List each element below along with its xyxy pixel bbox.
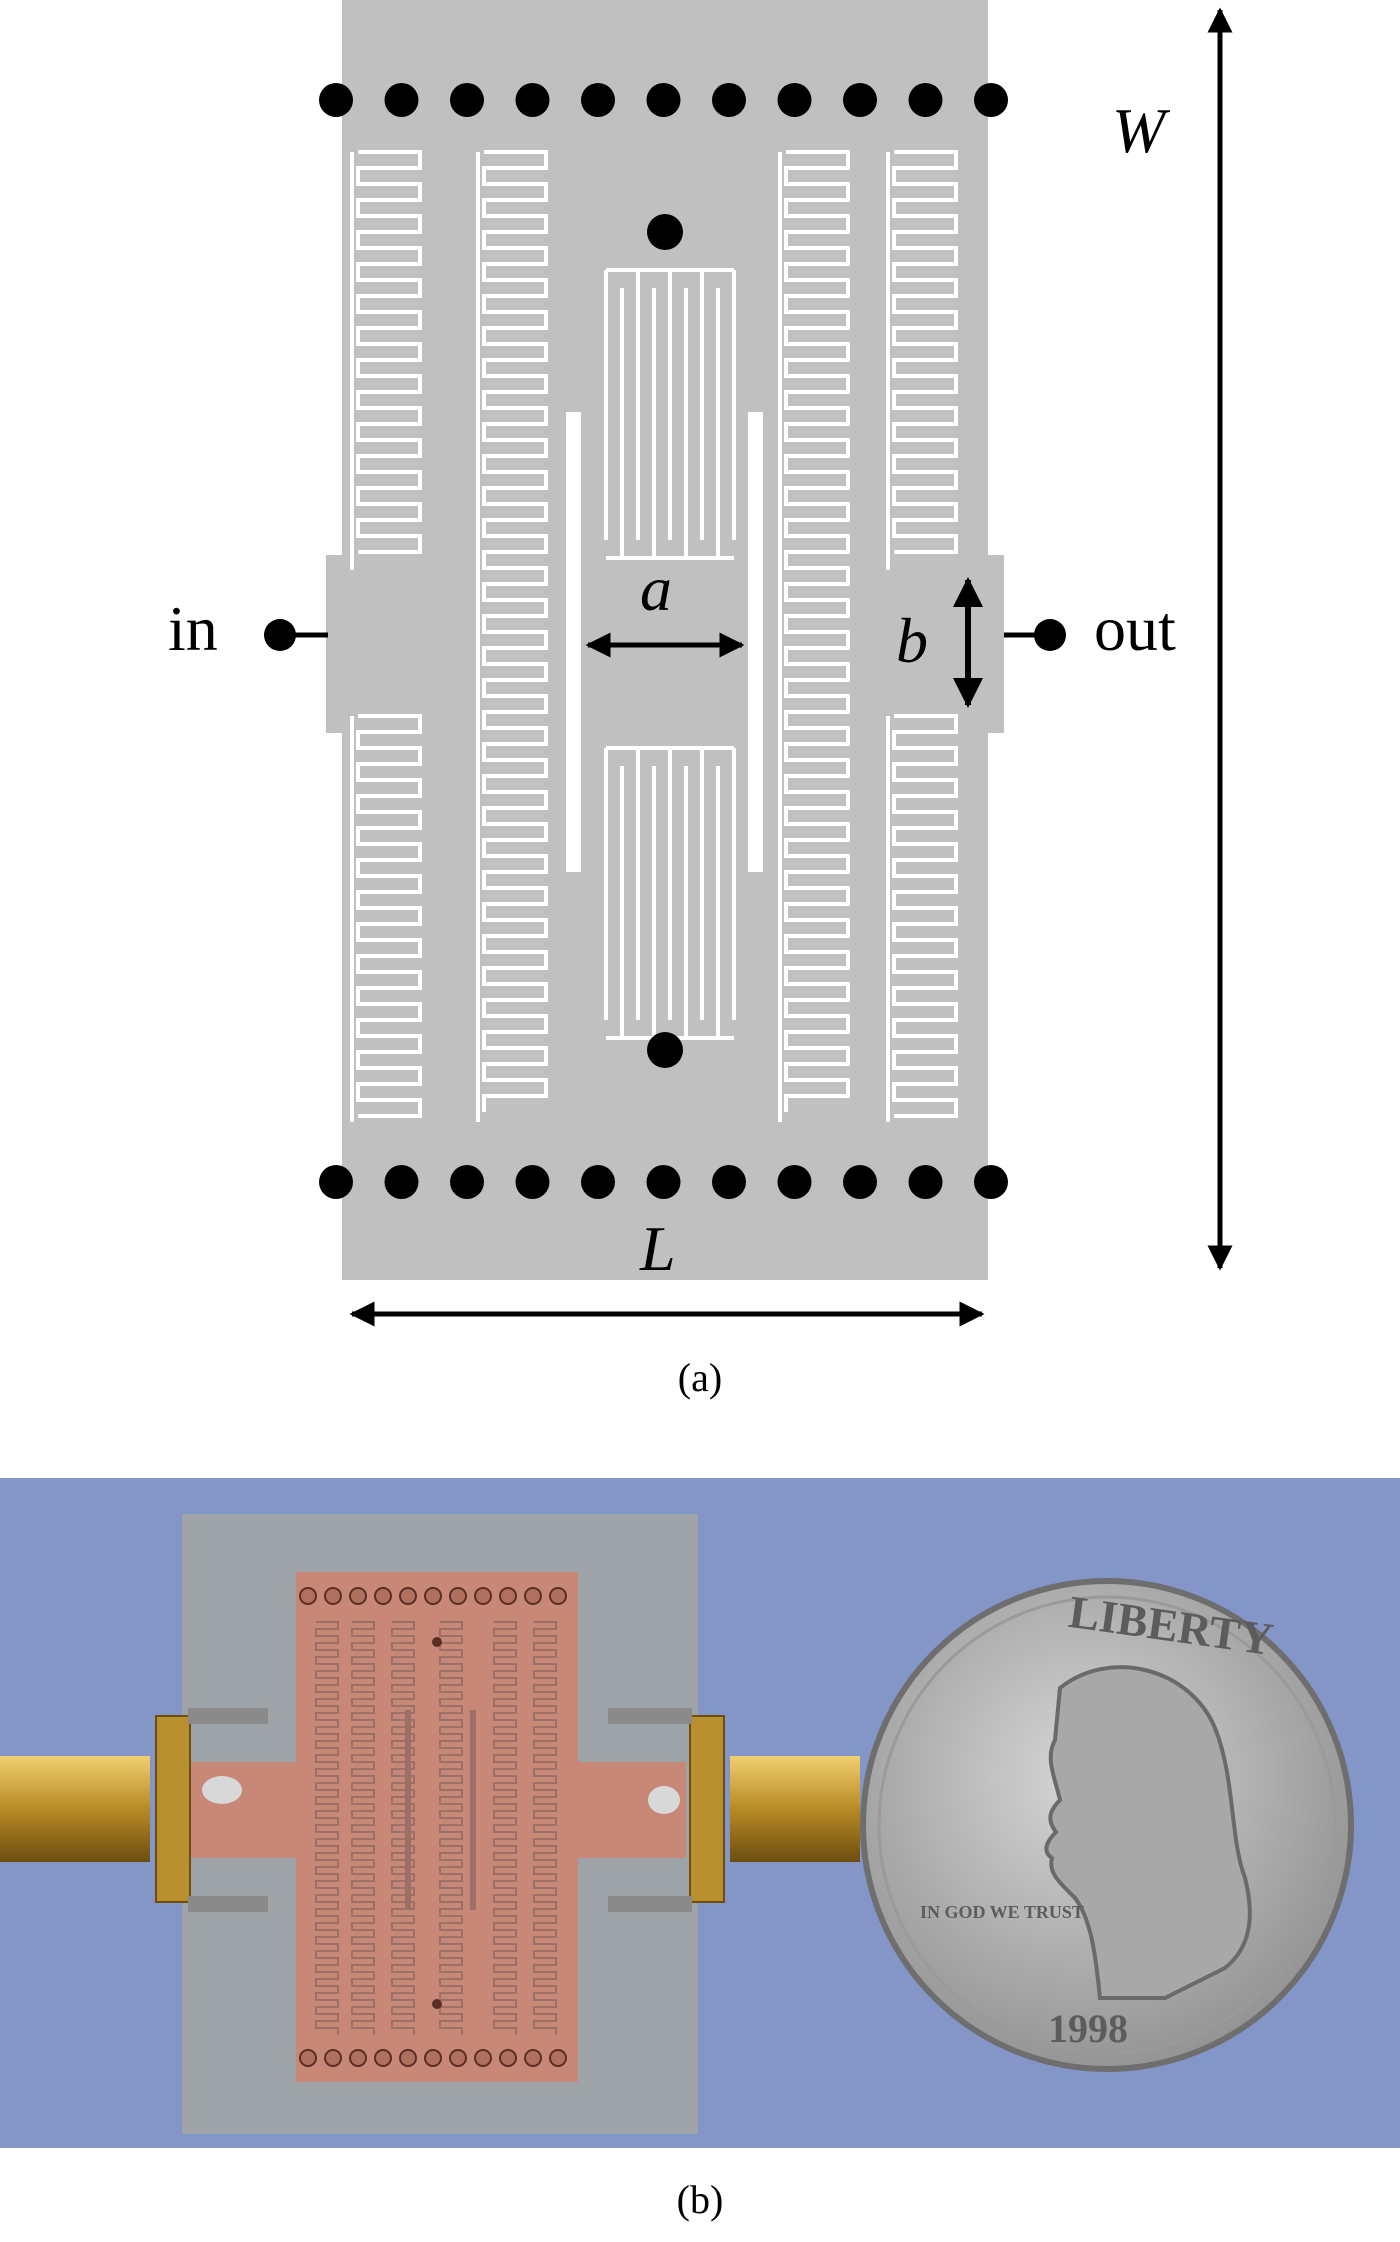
photo-via-top [324,1587,342,1605]
photo-slot-pattern [315,1621,557,2035]
photo-via-bottom [549,2049,567,2067]
via-bottom-row [515,1165,550,1199]
via-top-row [974,83,1008,117]
via-top-row [384,83,419,117]
meander-outer-left-bottom [356,714,422,1118]
via-bottom-row [777,1165,812,1199]
photo-via-center [432,1999,442,2009]
substrate-board [342,0,988,1280]
photo-via-top [449,1587,467,1605]
via-top-row [581,83,615,117]
input-sma-connector [0,1708,268,1912]
photo-via-top [424,1587,442,1605]
photo-meander-slot [391,1621,415,2035]
output-port-tab [980,555,1004,733]
photo-coupling-slot [405,1710,411,1910]
via-top-row [450,83,484,117]
comb-bottom [604,746,736,1040]
coupling-slot-left [566,412,581,872]
photo-via-bottom [499,2049,517,2067]
output-sma-connector [608,1708,860,1912]
photo-meander-slot [533,1621,557,2035]
via-bottom-row [384,1165,419,1199]
meander-outer-left-top [356,150,422,554]
via-top-row [908,83,943,117]
via-bottom-row [974,1165,1008,1199]
meander-inner-right [784,150,850,1112]
caption-a: (a) [677,1355,723,1400]
photo-via-bottom [299,2049,317,2067]
input-port-tab [326,555,350,733]
photo-via-center [432,1637,442,1647]
via-bottom-row [843,1165,877,1199]
photo-via-bottom [424,2049,442,2067]
meander-inner-left [482,150,548,1112]
dimension-l-label: L [639,1213,676,1284]
photo-via-top [349,1587,367,1605]
via-bottom-row [646,1165,681,1199]
photo-via-top [374,1587,392,1605]
interdigital-slot-resonators [604,268,736,1040]
caption-b: (b) [676,2177,724,2222]
via-bottom-center [647,1032,683,1068]
via-top-row [515,83,550,117]
via-top-row [712,83,746,117]
photo-via-bottom [524,2049,542,2067]
dimension-a-label: a [640,553,672,624]
photo-meander-slot [439,1621,463,2035]
photo-via-bottom [374,2049,392,2067]
photo-meander-slot [493,1621,517,2035]
photo-via-bottom [349,2049,367,2067]
photo-via-top [474,1587,492,1605]
photo-via-bottom [449,2049,467,2067]
meander-outer-right-bottom [892,714,958,1118]
photo-meander-slot [315,1621,339,2035]
photo-meander-slot [351,1621,375,2035]
meander-slot-resonators [350,150,958,1122]
via-bottom-row [908,1165,943,1199]
via-top-row [646,83,681,117]
photo-feed-line [186,1762,686,1858]
dimension-b-label: b [896,605,928,676]
washington-profile-icon [1044,1665,1252,2000]
via-holes [319,83,1008,1199]
photo-coupling-slot [470,1710,476,1910]
photo-via-bottom [474,2049,492,2067]
via-top-center [647,214,683,250]
fabricated-filter-photo: LIBERTY IN GOD WE TRUST 1998 [0,1478,1400,2148]
via-top-row [319,83,353,117]
via-bottom-row [712,1165,746,1199]
photo-via-top [549,1587,567,1605]
photo-via-bottom [399,2049,417,2067]
photo-via-top [524,1587,542,1605]
filter-layout-diagram: in out a b W L [168,0,1233,1327]
input-port-dot [264,619,296,651]
meander-outer-right-top [892,150,958,554]
via-bottom-row [450,1165,484,1199]
output-label: out [1094,593,1176,664]
via-bottom-row [581,1165,615,1199]
photo-via-top [399,1587,417,1605]
via-top-row [777,83,812,117]
via-top-row [843,83,877,117]
quarter-coin: LIBERTY IN GOD WE TRUST 1998 [860,1578,1354,2072]
photo-via-top [299,1587,317,1605]
output-port-dot [1034,619,1066,651]
coupling-slot-right [748,412,763,872]
photo-via-top [499,1587,517,1605]
dimension-w-label: W [1112,95,1171,166]
coin-year-text: 1998 [1048,2006,1128,2051]
photo-via-bottom [324,2049,342,2067]
photo-via-holes [299,1587,567,2067]
comb-top [604,268,736,560]
via-bottom-row [319,1165,353,1199]
coin-motto-text: IN GOD WE TRUST [920,1902,1084,1922]
input-label: in [168,593,218,664]
